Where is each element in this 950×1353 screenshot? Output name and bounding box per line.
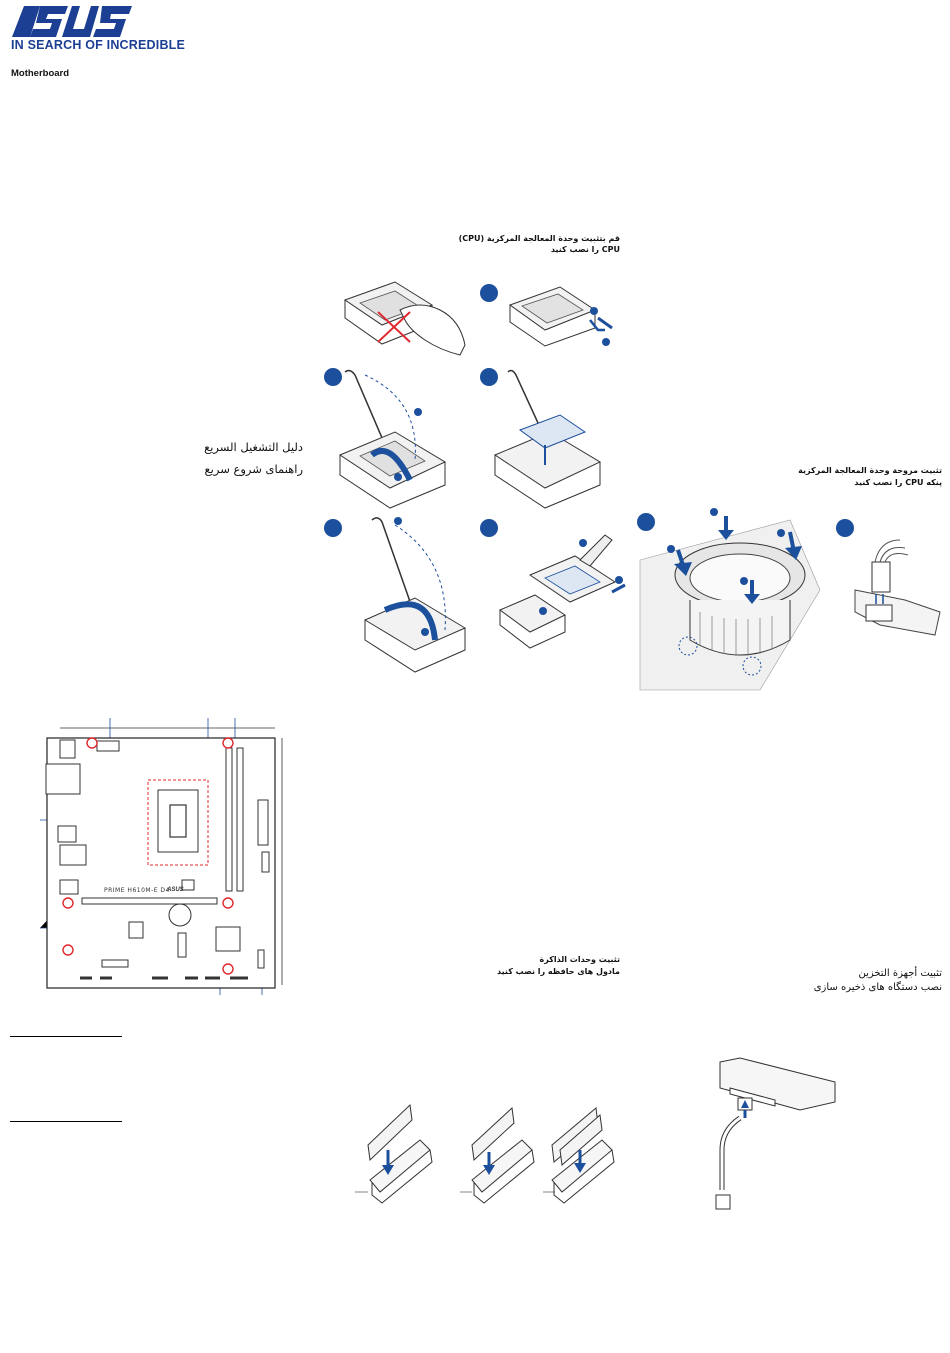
step-circle-icon [637, 513, 655, 531]
step-dot-icon [579, 539, 587, 547]
step-dot-icon [602, 338, 610, 346]
document-type: Motherboard [11, 68, 70, 79]
arrow-down-icon [574, 1163, 586, 1173]
motherboard-model-label: PRIME H610M-E D4 [104, 887, 170, 894]
memory-diagram-2 [460, 1106, 535, 1204]
step-circle-icon [836, 519, 854, 537]
cpu-fan-section-title-persian: پنکه CPU را نصب کنید [854, 478, 942, 487]
step-circle-icon [324, 519, 342, 537]
cpu-panel-step-5 [480, 519, 626, 649]
step-circle-icon [480, 284, 498, 302]
arrow-down-icon [744, 594, 760, 604]
step-dot-icon [777, 529, 785, 537]
step-dot-icon [421, 628, 429, 636]
arrow-down-icon [382, 1165, 394, 1175]
brand-tagline: IN SEARCH OF INCREDIBLE [11, 38, 186, 52]
cross-mark-icon [377, 311, 411, 343]
step-dot-icon [394, 473, 402, 481]
arrow-down-icon [718, 530, 734, 540]
step-dot-icon [667, 545, 675, 553]
storage-section-title-persian: نصب دستگاه های ذخیره سازی [813, 982, 942, 993]
blank-rule [10, 1121, 122, 1122]
step-dot-icon [710, 508, 718, 516]
motherboard-board-logo: ASUS [167, 887, 184, 893]
cpu-panel-warning [343, 281, 466, 356]
cpu-fan-panel-step-2 [836, 519, 941, 636]
step-dot-icon [590, 307, 598, 315]
storage-section-title-arabic: تثبيت أجهزة التخزين [858, 968, 942, 979]
arrow-down-icon [674, 562, 692, 576]
step-circle-icon [480, 368, 498, 386]
step-dot-icon [414, 408, 422, 416]
step-dot-icon [394, 517, 402, 525]
memory-section-title-persian: مادول های حافظه را نصب کنید [497, 967, 620, 976]
arrow-down-icon [483, 1165, 495, 1175]
cover-title-arabic: دليل التشغيل السريع [204, 440, 303, 454]
step-dot-icon [615, 576, 623, 584]
asus-logo-mark [12, 6, 132, 37]
arrow-down-icon [785, 546, 802, 560]
cpu-panel-step-1 [480, 284, 613, 347]
cpu-fan-section-title-arabic: تثبيت مروحة وحدة المعالجة المركزية [798, 466, 942, 475]
blank-rule [10, 1036, 122, 1037]
cpu-panel-step-3 [480, 368, 602, 509]
step-dot-icon [539, 607, 547, 615]
cpu-section-title-arabic: قم بتثبيت وحدة المعالجة المركزية (CPU) [458, 234, 620, 243]
memory-diagram-1 [355, 1103, 433, 1204]
cpu-panel-step-2 [324, 368, 447, 509]
cpu-panel-step-4 [324, 517, 467, 673]
memory-section-title-arabic: تثبيت وحدات الذاكرة [539, 955, 620, 964]
arrow-up-icon [741, 1100, 749, 1108]
cpu-fan-panel-step-1 [637, 508, 821, 691]
cpu-section-title-persian: CPU را نصب کنید [550, 245, 620, 254]
step-circle-icon [324, 368, 342, 386]
step-circle-icon [480, 519, 498, 537]
memory-diagram-3 [543, 1107, 615, 1204]
cover-title-persian: راهنمای شروع سریع [204, 462, 303, 476]
step-dot-icon [740, 577, 748, 585]
